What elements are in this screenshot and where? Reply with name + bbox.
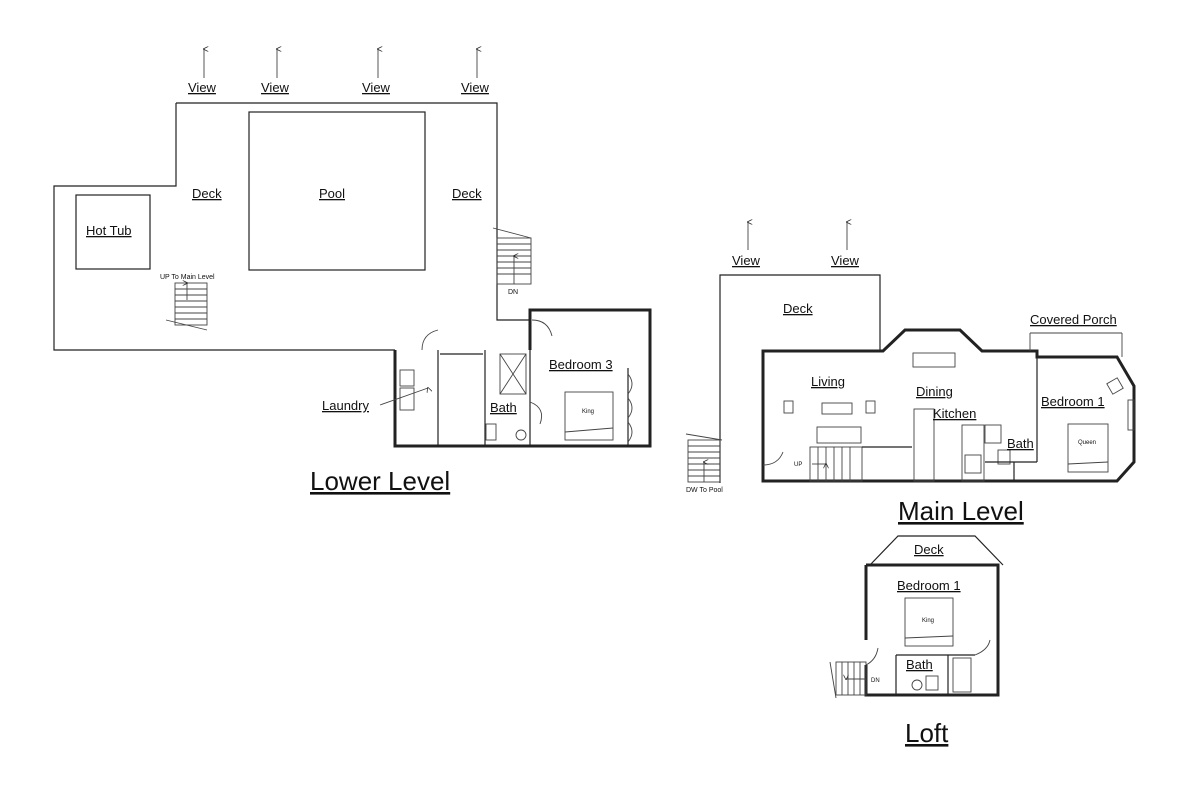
queen-bed-label: Queen: [1078, 440, 1096, 446]
main-view-label-2: View: [831, 253, 860, 268]
main-bath-label: Bath: [1007, 436, 1034, 451]
lower-view-label-2: View: [261, 80, 290, 95]
lower-stairs-left: [165, 283, 208, 331]
lower-king-bed-label: King: [582, 409, 594, 415]
hot-tub-outline: [75, 194, 151, 270]
main-deck-label: Deck: [783, 301, 813, 316]
covered-porch-label: Covered Porch: [1030, 312, 1117, 327]
dw-to-pool-label: DW To Pool: [686, 487, 723, 494]
main-view-label-1: View: [732, 253, 761, 268]
lower-view-label-4: View: [461, 80, 490, 95]
kitchen-counter: [913, 408, 935, 482]
lower-stairs-right: [492, 227, 532, 285]
living-label: Living: [811, 374, 845, 389]
lower-level-plan: View View View View Deck Deck Pool Hot T…: [53, 49, 652, 496]
lower-deck-outline: [53, 102, 530, 351]
loft-bedroom-1-label: Bedroom 1: [897, 578, 961, 593]
loft-title: Loft: [905, 718, 949, 748]
loft-king-bed-label: King: [922, 618, 934, 624]
kitchen-label: Kitchen: [933, 406, 976, 421]
main-stairs: [809, 446, 912, 482]
lower-view-arrows: [204, 49, 477, 78]
lower-view-label-1: View: [188, 80, 217, 95]
up-to-main-label: UP To Main Level: [160, 274, 215, 281]
main-deck-outline: [719, 274, 881, 483]
laundry-label: Laundry: [322, 398, 369, 413]
main-level-plan: View View Deck Covered Porch UP: [685, 222, 1136, 526]
lower-view-label-3: View: [362, 80, 391, 95]
loft-stairs: [829, 661, 867, 699]
lower-rooms: [379, 308, 652, 448]
loft-deck-outline: [869, 535, 1004, 566]
dw-to-pool-stairs: [685, 433, 723, 483]
pool-label: Pool: [319, 186, 345, 201]
pool-outline: [248, 111, 426, 271]
lower-deck-left-label: Deck: [192, 186, 222, 201]
bedroom-3-label: Bedroom 3: [549, 357, 613, 372]
lower-deck-right-label: Deck: [452, 186, 482, 201]
lower-dn-label: DN: [508, 289, 518, 296]
main-up-label: UP: [794, 462, 802, 468]
lower-bath-label: Bath: [490, 400, 517, 415]
dining-label: Dining: [916, 384, 953, 399]
loft-bath-label: Bath: [906, 657, 933, 672]
loft-deck-label: Deck: [914, 542, 944, 557]
main-bedroom-1-label: Bedroom 1: [1041, 394, 1105, 409]
main-level-title: Main Level: [898, 496, 1024, 526]
lower-level-title: Lower Level: [310, 466, 450, 496]
dining-table: [912, 352, 956, 368]
loft-dn-label: DN: [871, 678, 880, 684]
loft-plan: Deck DN Bedroom 1 King Bath Loft: [829, 535, 1004, 748]
hot-tub-label: Hot Tub: [86, 223, 132, 238]
